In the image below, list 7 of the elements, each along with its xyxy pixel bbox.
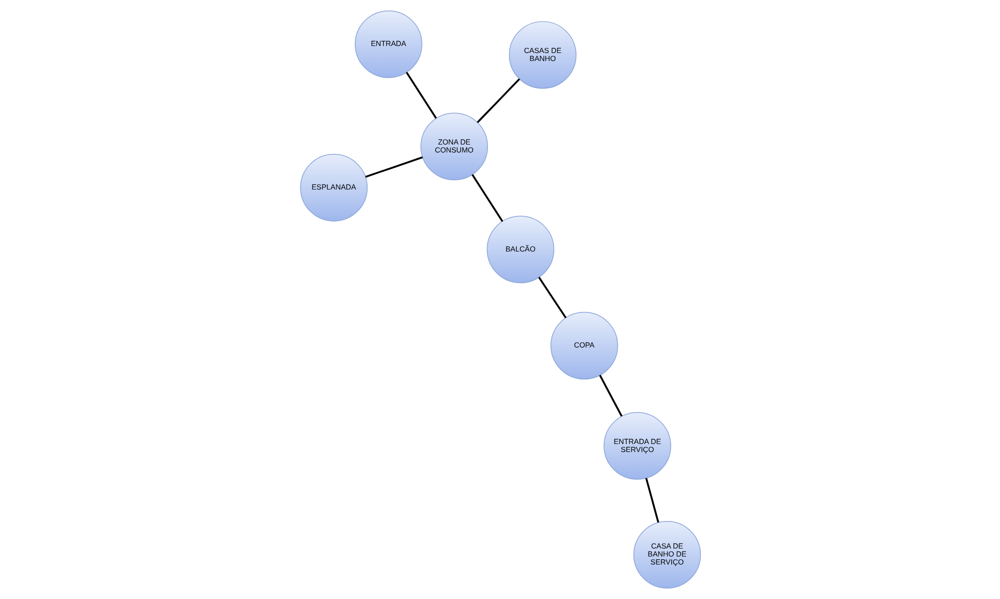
connector [538,276,566,318]
connector [644,478,659,523]
connector [476,78,520,124]
connector [405,72,436,119]
connector [364,156,422,178]
connector [471,174,503,222]
connector [598,374,622,417]
